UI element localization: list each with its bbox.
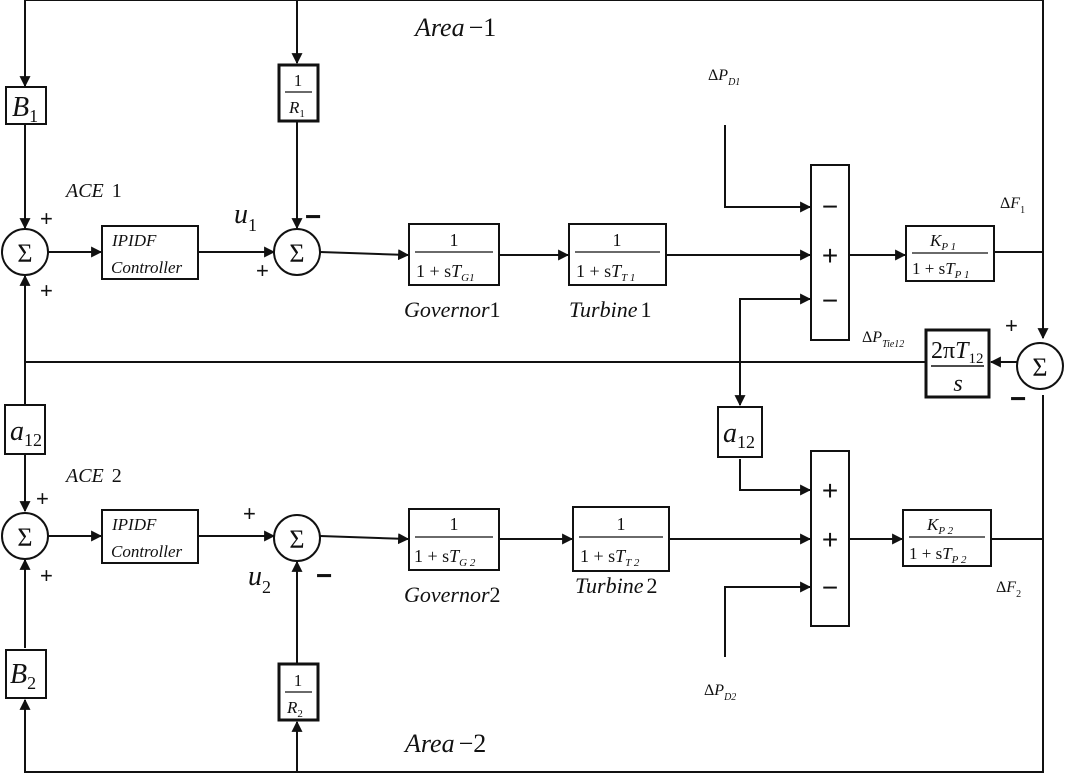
svg-text:+: +	[256, 258, 269, 283]
a12mid-to-sum4-line	[739, 459, 812, 496]
svg-text:+: +	[40, 563, 53, 588]
pd2-line	[724, 581, 812, 657]
top-feedback-line	[25, 0, 1049, 340]
ace1-summer: Σ	[1, 228, 49, 276]
r1-block: 1 R1	[277, 63, 320, 123]
svg-text:−: −	[316, 560, 332, 591]
df2-label: ΔF2	[996, 579, 1021, 600]
svg-text:R1: R1	[288, 98, 305, 120]
sum-to-gov2-line	[319, 533, 410, 545]
svg-text:−: −	[822, 191, 838, 222]
svg-text:1: 1	[450, 514, 459, 534]
governor-2-block: 1 1 + sTG 2	[408, 508, 500, 571]
svg-text:−: −	[822, 285, 838, 316]
svg-text:+: +	[822, 475, 838, 506]
svg-text:+: +	[40, 278, 53, 303]
svg-text:1: 1	[294, 671, 303, 690]
u2-summer: Σ	[273, 514, 321, 562]
pd1-line	[724, 125, 812, 213]
svg-text:Controller: Controller	[111, 258, 183, 277]
b1-block: B1	[5, 86, 47, 126]
svg-text:1: 1	[450, 230, 459, 250]
u1-label: u1	[234, 199, 257, 235]
u2-label: u2	[248, 561, 271, 597]
b2-block: B2	[5, 649, 47, 699]
power-system-1-block: KP 1 1 + sTP 1	[905, 225, 995, 282]
power-system-2-block: KP 2 1 + sTP 2	[902, 509, 992, 567]
svg-text:+: +	[822, 524, 838, 555]
svg-text:1 + sTT 2: 1 + sTT 2	[580, 546, 640, 569]
svg-text:Σ: Σ	[289, 525, 304, 554]
pd1-label: ΔPD1	[708, 67, 740, 88]
area1-label: Area−1	[413, 13, 496, 42]
sum-to-gov1-line	[319, 249, 410, 261]
a12-left-block: a12	[4, 404, 46, 455]
svg-text:1: 1	[617, 514, 626, 534]
df1-label: ΔF1	[1000, 195, 1025, 216]
pd2-label: ΔPD2	[704, 682, 736, 703]
governor2-label: Governor2	[404, 582, 501, 607]
svg-text:−: −	[1010, 383, 1026, 414]
tie-line-block: 2πT12 s	[924, 328, 991, 399]
svg-text:1 + sTG 2: 1 + sTG 2	[414, 546, 476, 569]
svg-text:Σ: Σ	[17, 523, 32, 552]
u1-summer: Σ	[273, 228, 321, 276]
r2-block: 1 R2	[277, 662, 320, 722]
svg-text:+: +	[40, 206, 53, 231]
svg-text:Σ: Σ	[17, 239, 32, 268]
svg-text:2πT12: 2πT12	[931, 338, 983, 367]
svg-text:+: +	[1005, 313, 1018, 338]
svg-text:−: −	[305, 201, 321, 232]
svg-text:s: s	[953, 371, 962, 397]
governor-1-block: 1 1 + sTG1	[408, 223, 500, 286]
ipidf-controller-1: IPIDF Controller	[101, 225, 199, 280]
svg-text:1 + sTP 2: 1 + sTP 2	[909, 544, 967, 566]
svg-text:+: +	[36, 486, 49, 511]
svg-text:Σ: Σ	[289, 239, 304, 268]
svg-text:IPIDF: IPIDF	[111, 231, 157, 250]
svg-text:+: +	[822, 240, 838, 271]
summer-signs: + + − + + + + − + −	[36, 201, 1026, 591]
governor1-label: Governor1	[404, 297, 501, 322]
frequency-summer: Σ	[1016, 342, 1064, 390]
svg-text:Σ: Σ	[1032, 353, 1047, 382]
svg-text:a12: a12	[723, 418, 755, 452]
svg-text:−: −	[822, 572, 838, 603]
a12-mid-block: a12	[717, 406, 763, 458]
svg-text:KP 2: KP 2	[926, 515, 954, 537]
area1-power-summer: − + −	[810, 164, 850, 341]
svg-text:1: 1	[613, 230, 622, 250]
turbine-1-block: 1 1 + sTT 1	[568, 223, 667, 286]
svg-text:1 + sTP 1: 1 + sTP 1	[912, 259, 969, 281]
signal-lines	[19, 0, 1049, 773]
svg-text:1 + sTT 1: 1 + sTT 1	[576, 261, 635, 284]
ace2-summer: Σ	[1, 512, 49, 560]
svg-text:B2: B2	[10, 659, 36, 693]
svg-text:Controller: Controller	[111, 542, 183, 561]
turbine-2-block: 1 1 + sTT 2	[572, 506, 670, 572]
area2-power-summer: + + −	[810, 450, 850, 627]
svg-text:R2: R2	[286, 698, 303, 720]
bottom-feedback-line	[19, 395, 1044, 773]
svg-text:1 + sTG1: 1 + sTG1	[416, 261, 475, 284]
svg-text:IPIDF: IPIDF	[111, 515, 157, 534]
svg-text:a12: a12	[10, 416, 42, 450]
svg-text:KP 1: KP 1	[929, 231, 956, 253]
area2-label: Area−2	[403, 729, 486, 758]
svg-text:+: +	[243, 501, 256, 526]
svg-text:1: 1	[294, 71, 303, 90]
ptie-label: ΔPTie12	[862, 329, 904, 350]
svg-text:B1: B1	[12, 92, 38, 126]
tie-to-sum3-line	[739, 293, 812, 362]
ipidf-controller-2: IPIDF Controller	[101, 509, 199, 564]
